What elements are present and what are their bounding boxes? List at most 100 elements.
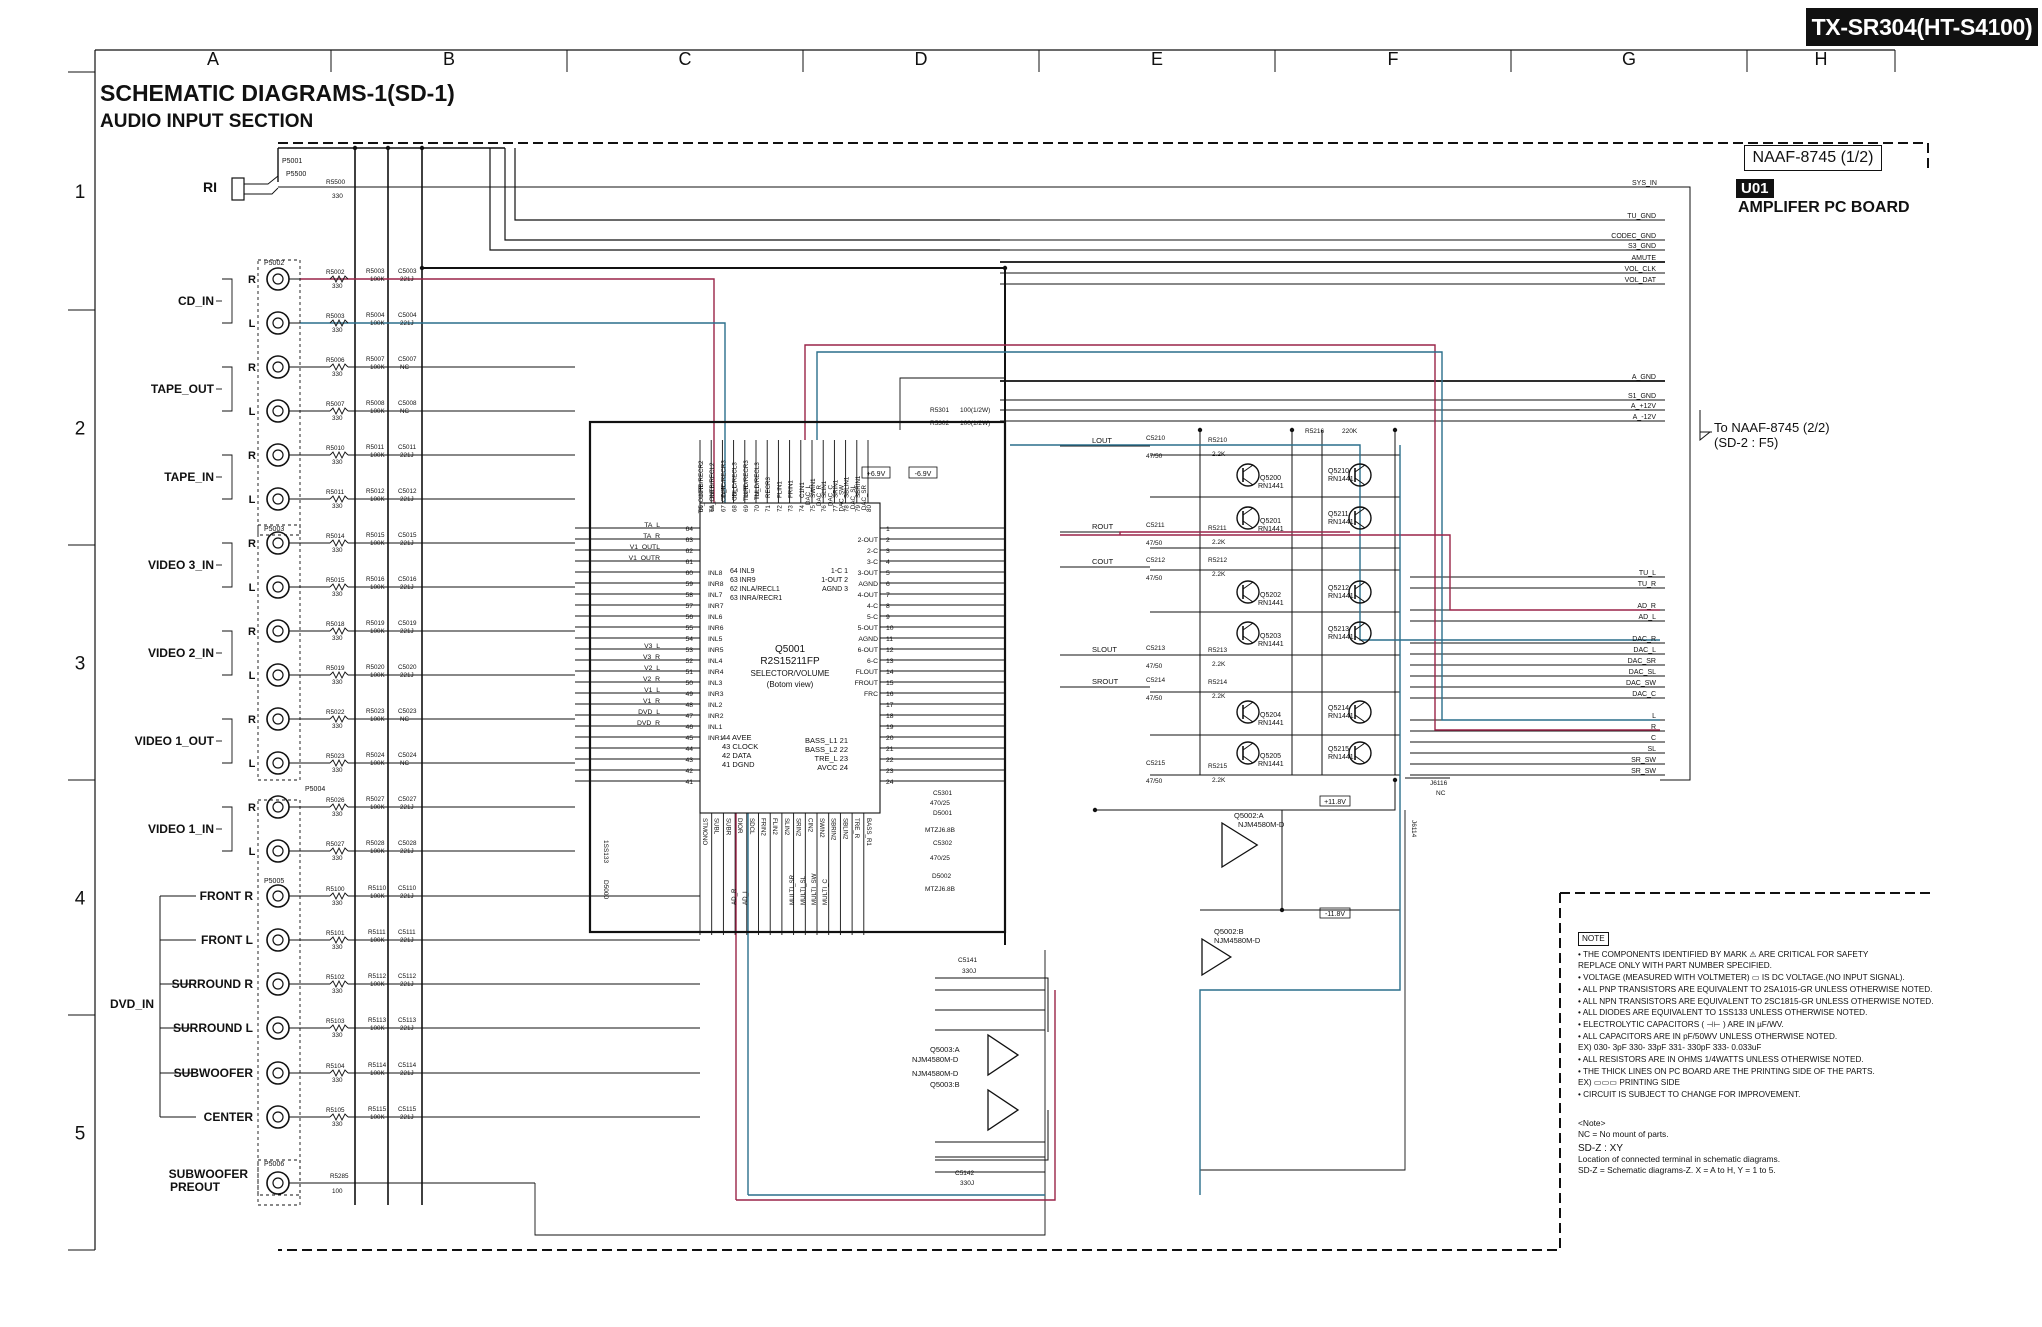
- rca-jack-outer: [266, 1016, 290, 1040]
- ic-pin-number: 22: [886, 757, 894, 764]
- rca-jack-outer: [266, 443, 290, 467]
- resistor-value: 2.2K: [1212, 451, 1226, 458]
- resistor-ref: R5214: [1208, 679, 1228, 686]
- ic-pin-number: 24: [886, 779, 894, 786]
- resistor-ref: R5101: [326, 930, 345, 937]
- ic-pin-number: 73: [788, 505, 795, 512]
- resistor-value: 330: [332, 723, 343, 730]
- ic-pin-number: 42: [685, 768, 693, 775]
- ic-net-label: DAC_C: [827, 484, 834, 506]
- wire: [489, 148, 1000, 251]
- wire: [222, 366, 233, 412]
- resistor-value: 2.2K: [1212, 571, 1226, 578]
- opamp-q5002b: [1201, 937, 1233, 977]
- ic-pin-name: SWIN1: [810, 478, 817, 498]
- bus-label: TU_GND: [1627, 213, 1656, 220]
- ic-net-label: DAC_SL: [850, 484, 857, 509]
- transistor-symbol: [1236, 741, 1260, 765]
- rca-jack-inner: [272, 405, 284, 417]
- ic-net-label: MULTI_SR: [789, 874, 796, 905]
- red-signal-wire: [1119, 531, 1350, 535]
- ic-net-label: CD_R: [720, 484, 727, 501]
- bus-label: DAC_SW: [1626, 680, 1656, 687]
- transistor-lead: [1242, 477, 1254, 486]
- ic-pin-number: 67: [720, 505, 727, 512]
- transistor-ref: Q5204: [1260, 712, 1281, 719]
- ic-pin-name: SBLIN1: [844, 476, 851, 498]
- rca-jack-outer: [266, 575, 290, 599]
- capacitor-ref: C5112: [398, 973, 417, 980]
- transistor-symbol: [1236, 463, 1260, 487]
- ic-pin-name: FRIN1: [788, 480, 795, 498]
- channel-r-label: R: [248, 714, 256, 726]
- model-number-badge: TX-SR304(HT-S4100): [1806, 8, 2038, 46]
- capacitor-value: 330J: [960, 1180, 974, 1187]
- ic-pin-name: INL6: [708, 614, 723, 621]
- transistor-ref: Q5205: [1260, 753, 1281, 760]
- dvd-channel-label: SUBWOOFER: [174, 1066, 254, 1080]
- ic-pin-number: 5: [886, 570, 890, 577]
- grid-column-label: F: [1388, 49, 1399, 69]
- resistor-value: 330: [332, 327, 343, 334]
- wire: [1200, 900, 1401, 911]
- ic-net-label: V3_L: [644, 643, 660, 650]
- transistor-lead: [1354, 594, 1366, 603]
- resistor-ref: R5301: [930, 407, 950, 414]
- capacitor-value: 221J: [400, 276, 414, 283]
- ic-pin-name: INL4: [708, 658, 723, 665]
- capacitor-ref: C5212: [1146, 557, 1166, 564]
- resistor-symbol: [329, 891, 349, 901]
- voltage-box: [861, 466, 891, 479]
- capacitor-ref: C5142: [955, 1170, 975, 1177]
- resistor-value: 100K: [370, 981, 386, 988]
- bus-label: DAC_L: [1633, 647, 1656, 654]
- resistor-symbol: [329, 626, 349, 636]
- transistor-ref: Q5215: [1328, 746, 1349, 753]
- ext-ref-line1: To NAAF-8745 (2/2): [1714, 420, 1830, 435]
- rca-jack-inner: [272, 978, 284, 990]
- ic-pin-number: 13: [886, 658, 894, 665]
- page-title: SCHEMATIC DIAGRAMS-1(SD-1): [100, 80, 455, 106]
- wire-layer: [159, 145, 1712, 1236]
- capacitor-value: 47/50: [1146, 778, 1163, 785]
- resistor-ref: R5003: [366, 268, 385, 275]
- ic-pin-name: INL3: [708, 680, 723, 687]
- rca-jack-inner: [272, 890, 284, 902]
- connector-block-outline: [257, 259, 301, 536]
- ic-inner-pin-label: AVCC 24: [817, 763, 848, 772]
- channel-l-label: L: [249, 846, 256, 858]
- resistor-value: 330: [332, 283, 343, 290]
- ic-pin-name: 3-C: [867, 559, 878, 566]
- bus-label: DAC_SL: [1629, 669, 1656, 676]
- ic-pin-number: 11: [886, 636, 893, 643]
- ic-pin-number: 6: [886, 581, 890, 588]
- resistor-ref: R5215: [1208, 763, 1228, 770]
- connector-ref: P5004: [305, 786, 325, 793]
- transistor-lead: [1242, 701, 1254, 710]
- transistor-symbol: [1236, 506, 1260, 530]
- ic-part-number: R2S15211FP: [760, 656, 820, 667]
- resistor-value: 330: [332, 591, 343, 598]
- transistor-symbol: [1348, 700, 1372, 724]
- capacitor-value: 221J: [400, 628, 414, 635]
- resistor-symbol: [329, 406, 349, 416]
- wire: [222, 542, 233, 588]
- ic-pin-name: FRC: [864, 691, 878, 698]
- transistor-part: RN1441: [1258, 641, 1284, 648]
- dvd-channel-label: FRONT R: [200, 889, 254, 903]
- dvd-channel-label: SURROUND R: [172, 977, 254, 991]
- capacitor-ref: C5301: [933, 790, 953, 797]
- rca-jack-inner: [272, 273, 284, 285]
- note-line: EX) 030- 3pF 330- 33pF 331- 330pF 333- 0…: [1578, 1043, 1762, 1053]
- ic-pin-name: INLC/RECL3: [732, 462, 739, 498]
- ic-inner-pin-label: BASS_L2 22: [805, 745, 848, 754]
- sub-preout-label: SUBWOOFER: [169, 1167, 249, 1181]
- ic-net-label: DAC_L: [805, 484, 812, 505]
- ic-pin-name: INL5: [708, 636, 723, 643]
- ic-net-label: MULTI_C: [822, 878, 829, 905]
- bus-label: R: [1651, 724, 1656, 731]
- wire: [935, 1110, 1049, 1161]
- transistor-lead: [1242, 520, 1254, 529]
- teal-signal-wire: [1199, 445, 1401, 1195]
- wire: [222, 718, 233, 764]
